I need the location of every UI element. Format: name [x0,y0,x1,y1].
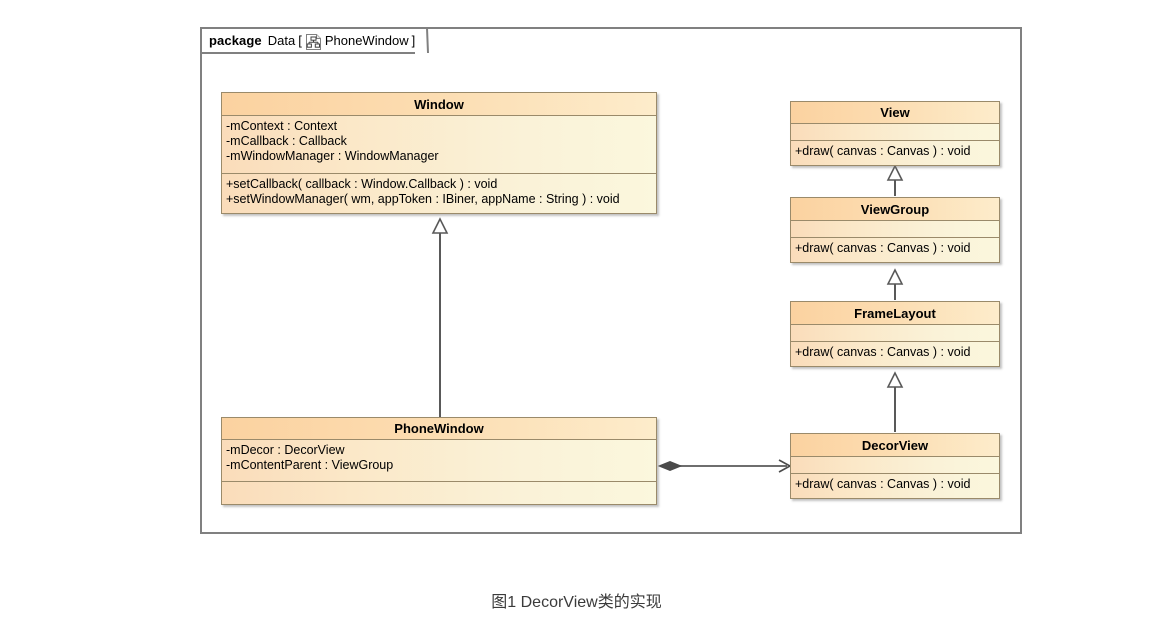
operations-framelayout: +draw( canvas : Canvas ) : void [791,341,999,366]
class-box-phonewindow[interactable]: PhoneWindow -mDecor : DecorView -mConten… [221,417,657,505]
class-box-window[interactable]: Window -mContext : Context -mCallback : … [221,92,657,214]
class-name-viewgroup: ViewGroup [791,198,999,221]
operation-row: +draw( canvas : Canvas ) : void [795,144,971,158]
package-tab: package Data [ PhoneWindow ] [200,27,416,54]
operations-view: +draw( canvas : Canvas ) : void [791,140,999,165]
package-name: Data [267,33,296,48]
attribute-row: -mWindowManager : WindowManager [226,149,439,163]
class-box-framelayout[interactable]: FrameLayout +draw( canvas : Canvas ) : v… [790,301,1000,367]
package-keyword: package [209,33,262,48]
operation-row: +setCallback( callback : Window.Callback… [226,177,498,191]
attribute-row: -mCallback : Callback [226,134,347,148]
class-name-phonewindow: PhoneWindow [222,418,656,440]
class-diagram-icon [305,33,321,50]
attributes-viewgroup [791,221,999,237]
operation-row: +draw( canvas : Canvas ) : void [795,241,971,255]
attributes-framelayout [791,325,999,341]
operation-row: +setWindowManager( wm, appToken : IBiner… [226,192,620,206]
package-bracket-close: ] [411,33,416,48]
operation-row: +draw( canvas : Canvas ) : void [795,477,971,491]
class-name-decorview: DecorView [791,434,999,457]
operations-viewgroup: +draw( canvas : Canvas ) : void [791,237,999,262]
attribute-row: -mDecor : DecorView [226,443,345,457]
attributes-window: -mContext : Context -mCallback : Callbac… [222,116,656,173]
class-name-window: Window [222,93,656,116]
class-box-view[interactable]: View +draw( canvas : Canvas ) : void [790,101,1000,166]
attributes-decorview [791,457,999,473]
attributes-view [791,124,999,140]
package-diagram-label: PhoneWindow [324,33,409,48]
class-box-viewgroup[interactable]: ViewGroup +draw( canvas : Canvas ) : voi… [790,197,1000,263]
operations-phonewindow [222,481,656,504]
operations-window: +setCallback( callback : Window.Callback… [222,173,656,213]
class-box-decorview[interactable]: DecorView +draw( canvas : Canvas ) : voi… [790,433,1000,499]
class-name-view: View [791,102,999,124]
attribute-row: -mContext : Context [226,119,338,133]
operations-decorview: +draw( canvas : Canvas ) : void [791,473,999,498]
figure-caption: 图1 DecorView类的实现 [491,594,662,611]
attribute-row: -mContentParent : ViewGroup [226,458,394,472]
class-name-framelayout: FrameLayout [791,302,999,325]
operation-row: +draw( canvas : Canvas ) : void [795,345,971,359]
package-tab-slant [415,27,430,54]
package-bracket-open: [ [298,33,302,48]
attributes-phonewindow: -mDecor : DecorView -mContentParent : Vi… [222,440,656,481]
